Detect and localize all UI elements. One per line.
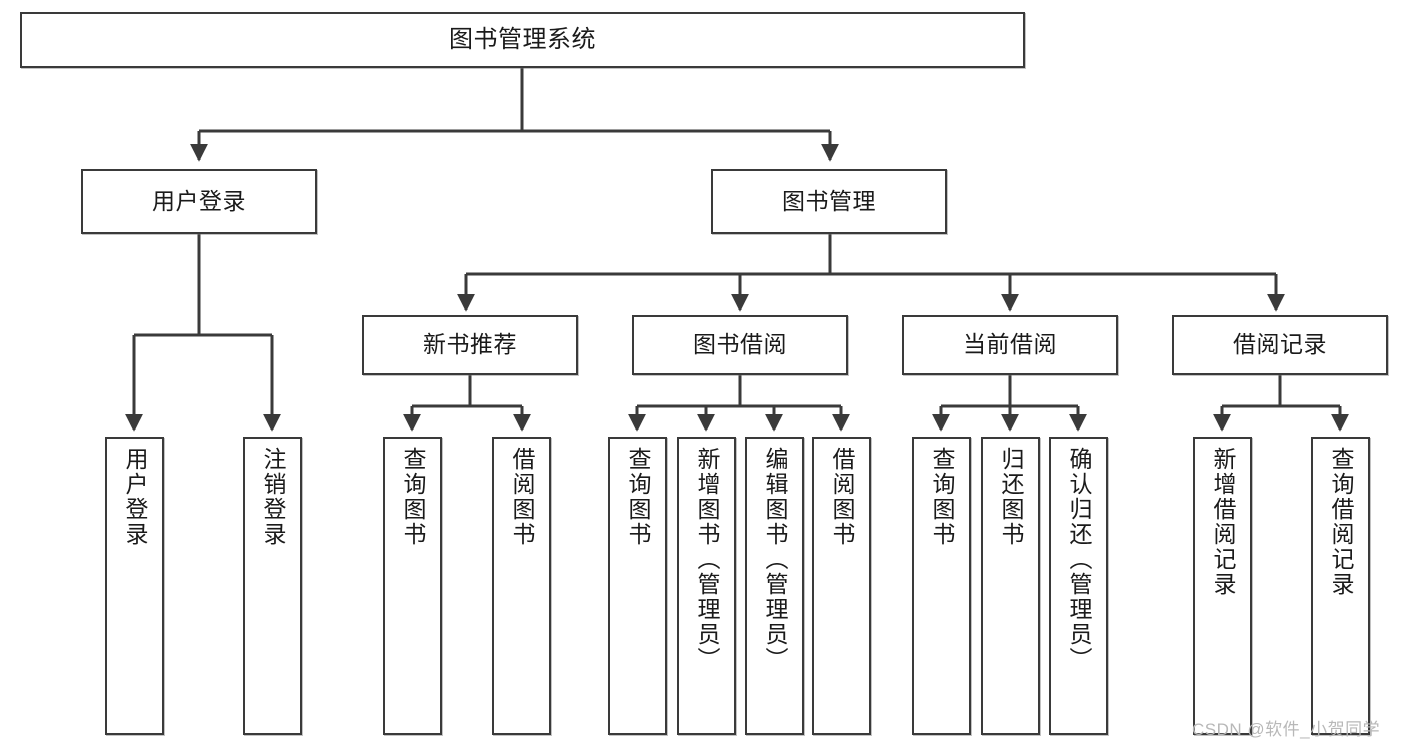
node-label: 编辑图书（管理员）	[762, 447, 788, 672]
node-root-system[interactable]: 图书管理系统	[20, 12, 1025, 68]
node-label: 图书管理系统	[449, 25, 596, 53]
node-leaf-add-record[interactable]: 新增借阅记录	[1193, 437, 1252, 735]
node-label: 查询图书	[400, 447, 426, 547]
node-current-borrow[interactable]: 当前借阅	[902, 315, 1118, 375]
node-leaf-query-record[interactable]: 查询借阅记录	[1311, 437, 1370, 735]
node-leaf-query-book-1[interactable]: 查询图书	[383, 437, 442, 735]
node-leaf-confirm-return[interactable]: 确认归还（管理员）	[1049, 437, 1108, 735]
node-label: 借阅记录	[1233, 331, 1327, 358]
node-borrow-record[interactable]: 借阅记录	[1172, 315, 1388, 375]
node-leaf-query-book-2[interactable]: 查询图书	[608, 437, 667, 735]
node-label: 注销登录	[260, 447, 286, 547]
node-leaf-logout-login[interactable]: 注销登录	[243, 437, 302, 735]
node-label: 用户登录	[152, 187, 246, 214]
node-label: 归还图书	[998, 447, 1024, 547]
node-leaf-borrow-book-2[interactable]: 借阅图书	[812, 437, 871, 735]
node-leaf-query-book-3[interactable]: 查询图书	[912, 437, 971, 735]
node-new-book-recommend[interactable]: 新书推荐	[362, 315, 578, 375]
node-book-borrow[interactable]: 图书借阅	[632, 315, 848, 375]
node-user-login[interactable]: 用户登录	[81, 169, 317, 234]
node-label: 当前借阅	[963, 331, 1057, 358]
node-label: 查询借阅记录	[1328, 447, 1354, 597]
node-leaf-user-login[interactable]: 用户登录	[105, 437, 164, 735]
node-label: 新增借阅记录	[1210, 447, 1236, 597]
node-label: 借阅图书	[509, 447, 535, 547]
csdn-watermark: CSDN @软件_小贺同学	[1192, 720, 1381, 739]
node-leaf-return-book[interactable]: 归还图书	[981, 437, 1040, 735]
node-label: 借阅图书	[829, 447, 855, 547]
node-book-manage[interactable]: 图书管理	[711, 169, 947, 234]
node-leaf-borrow-book-1[interactable]: 借阅图书	[492, 437, 551, 735]
node-label: 图书管理	[782, 187, 876, 214]
node-label: 用户登录	[122, 447, 148, 547]
node-label: 图书借阅	[693, 331, 787, 358]
node-label: 新书推荐	[423, 331, 517, 358]
node-leaf-add-book[interactable]: 新增图书（管理员）	[677, 437, 736, 735]
node-label: 查询图书	[625, 447, 651, 547]
node-label: 新增图书（管理员）	[694, 447, 720, 672]
node-label: 查询图书	[929, 447, 955, 547]
node-leaf-edit-book[interactable]: 编辑图书（管理员）	[745, 437, 804, 735]
node-label: 确认归还（管理员）	[1066, 447, 1092, 672]
